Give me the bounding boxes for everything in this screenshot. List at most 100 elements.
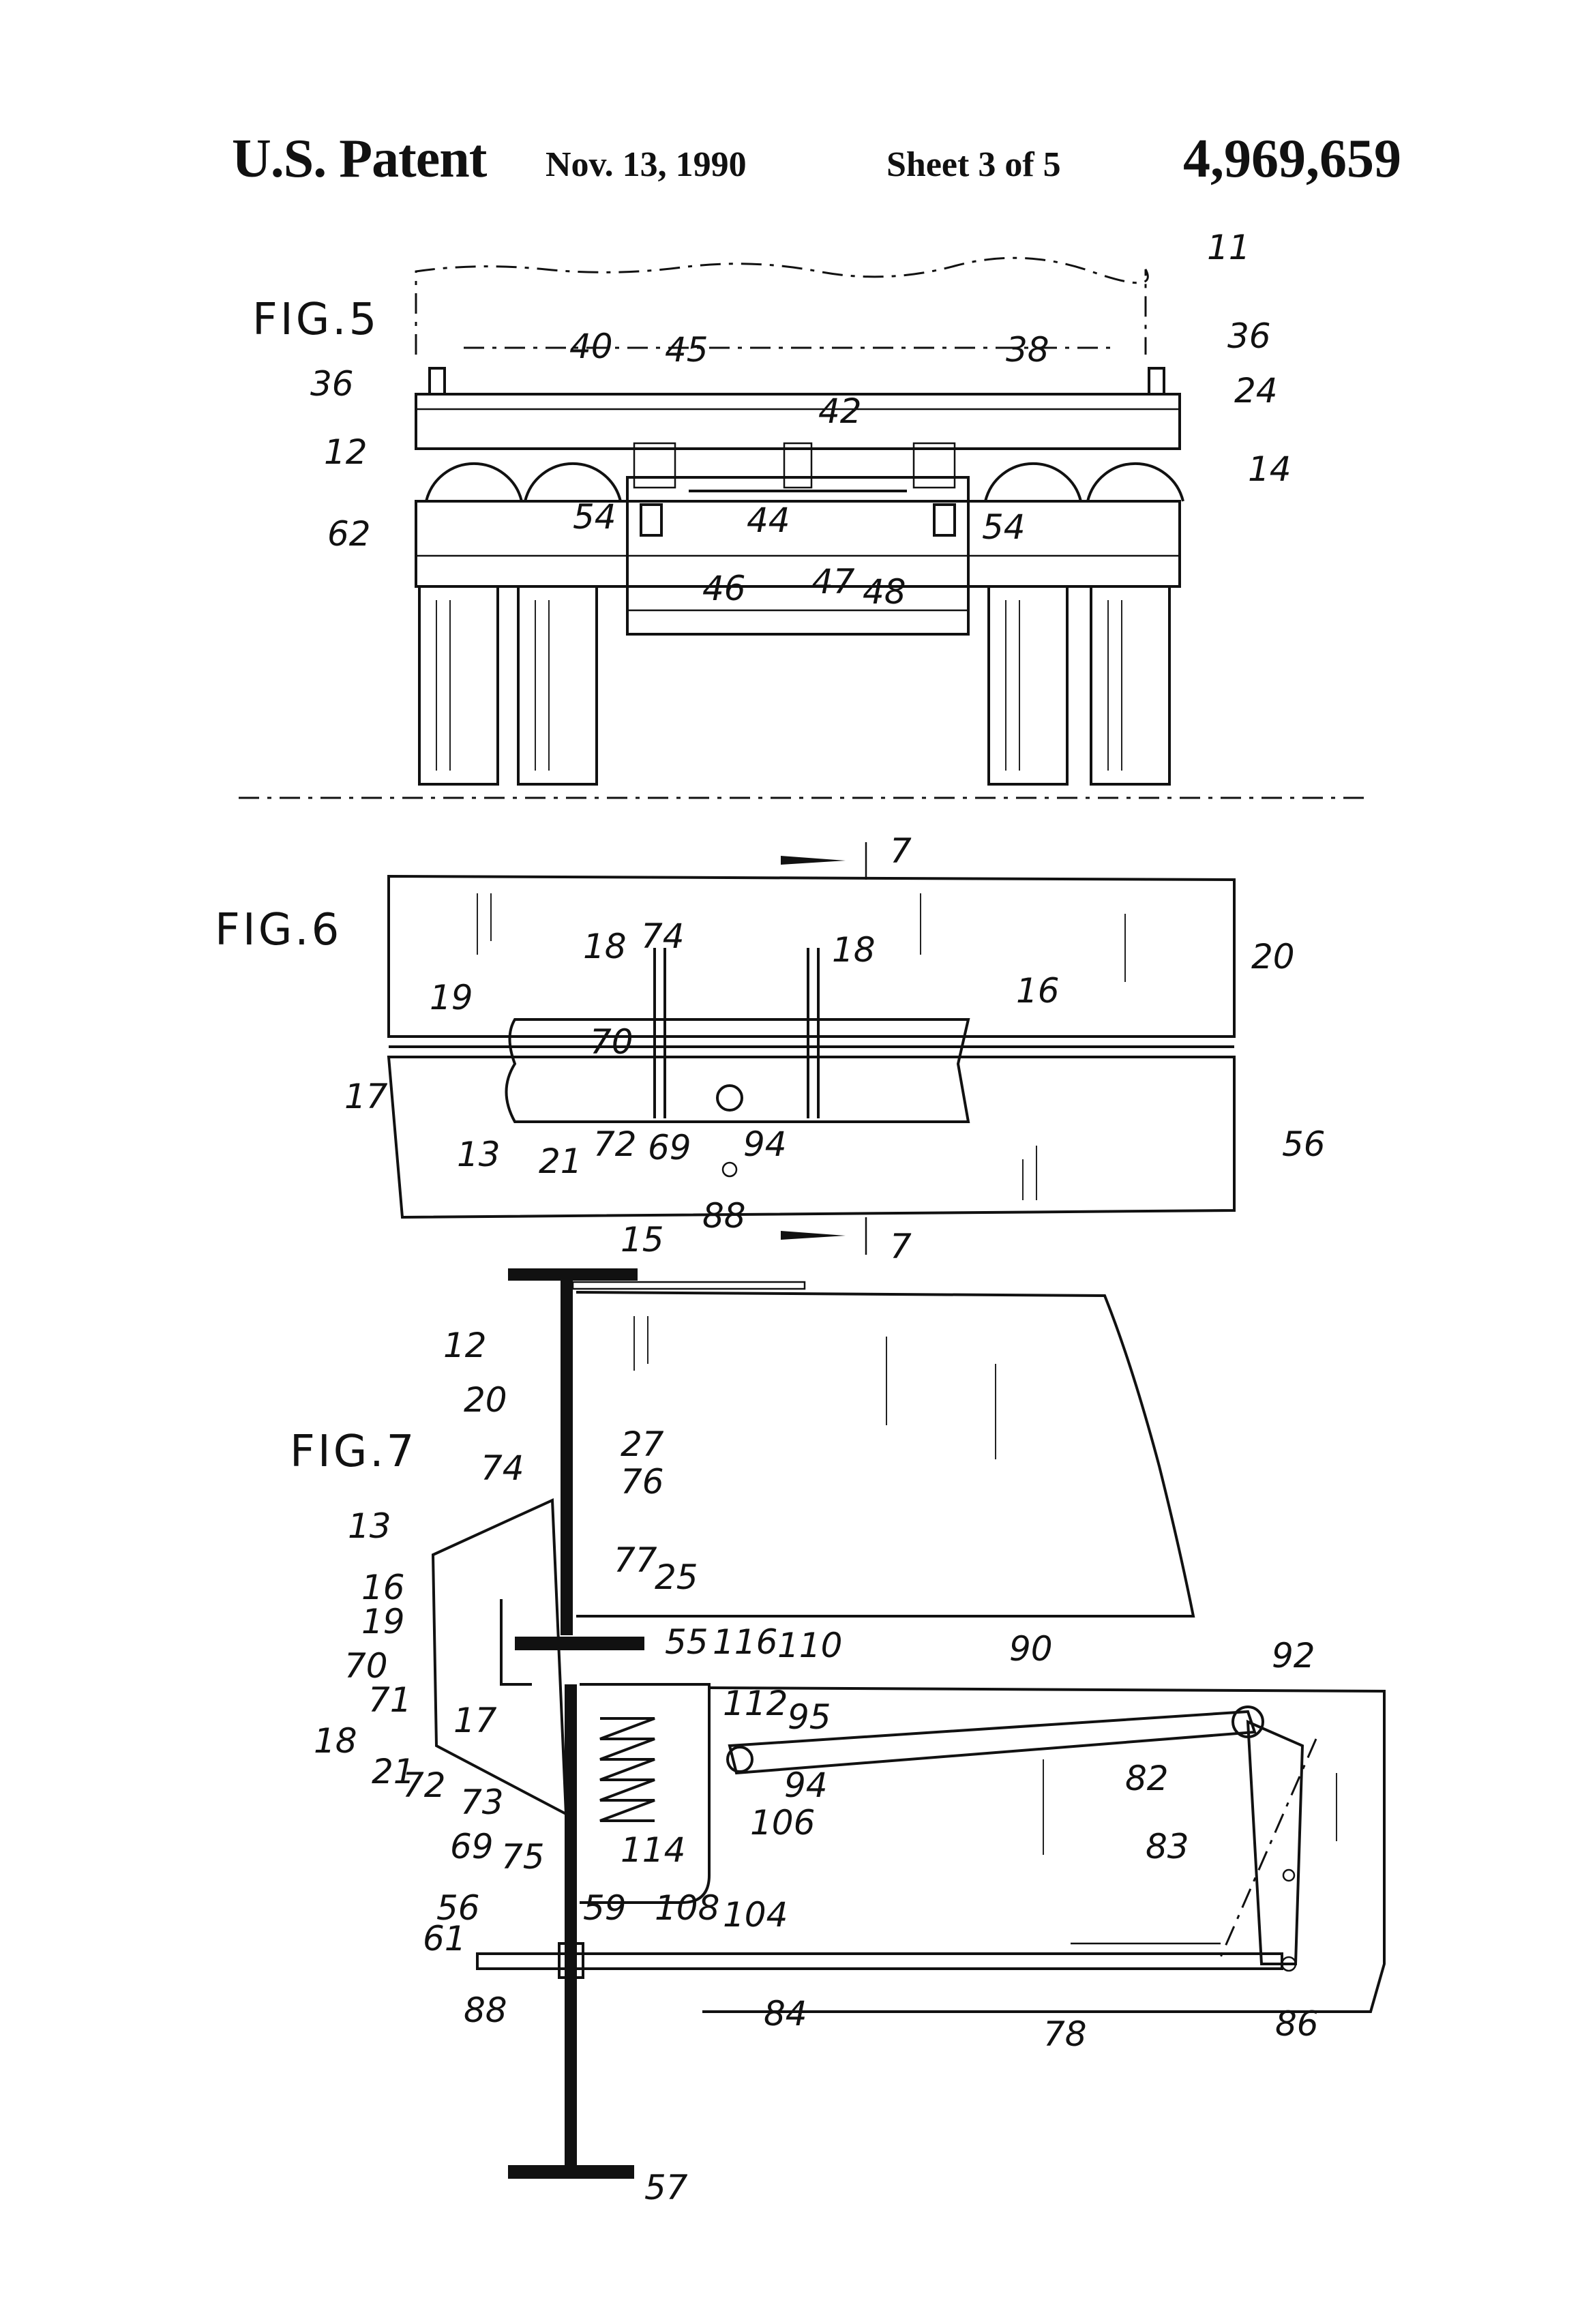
pivot-95 [728,1747,752,1772]
figure-6: FIG.6 7 7 [215,831,1326,1266]
label-88: 88 [702,1196,746,1236]
fig5-caption: FIG.5 [252,295,379,345]
figure-5: FIG.5 [239,228,1371,798]
flange-57 [508,2165,634,2179]
label-84: 84 [764,1994,807,2034]
section-arrow-bottom [781,1231,846,1240]
label-24: 24 [1234,371,1278,411]
section-mark-bottom: 7 [890,1227,912,1266]
label-13: 13 [348,1506,391,1546]
label-13: 13 [457,1135,501,1174]
slot-right [934,505,955,535]
label-59: 59 [583,1888,627,1928]
label-20: 20 [464,1380,507,1420]
section-mark-top: 7 [890,831,912,871]
wheel-top-1 [426,464,522,501]
fig6-caption: FIG.6 [215,905,342,955]
label-112: 112 [723,1684,788,1723]
leg-4 [1091,586,1169,784]
label-90: 90 [1009,1629,1053,1669]
twist-lock-right [1149,368,1164,394]
pin-94 [717,1086,742,1110]
label-18-left: 18 [583,927,627,966]
latch-housing [433,1500,566,1814]
label-48: 48 [863,572,906,612]
wheel-top-3 [985,464,1081,501]
label-92: 92 [1272,1636,1315,1675]
web-20 [561,1281,573,1635]
label-62: 62 [327,514,371,554]
label-15: 15 [621,1220,664,1260]
section-arrow-top [781,856,846,865]
beam-20 [389,876,1234,1037]
label-86: 86 [1275,2004,1319,2044]
label-56: 56 [1282,1124,1326,1164]
label-16: 16 [1016,971,1060,1011]
label-88: 88 [464,1991,507,2030]
label-54-left: 54 [573,497,616,537]
label-77: 77 [614,1540,657,1580]
label-57: 57 [644,2168,688,2207]
label-11: 11 [1207,228,1251,267]
label-114: 114 [621,1830,685,1870]
label-47: 47 [811,562,855,601]
leg-2 [518,586,597,784]
label-18: 18 [314,1721,357,1761]
label-76: 76 [621,1462,664,1502]
label-72: 72 [593,1124,637,1164]
label-21: 21 [539,1142,582,1181]
label-83: 83 [1146,1827,1189,1866]
top-plate [573,1282,805,1289]
twist-lock-left [430,368,445,394]
label-69: 69 [450,1827,494,1866]
lever-82 [1248,1722,1302,1964]
web-56 [565,1684,577,2169]
label-94: 94 [784,1766,828,1805]
slot-left [641,505,661,535]
label-69: 69 [648,1128,691,1167]
label-55: 55 [665,1622,708,1662]
label-17: 17 [453,1701,497,1740]
leg-1 [419,586,498,784]
label-18-right: 18 [832,930,876,970]
label-116: 116 [713,1622,777,1662]
leg-hatching [436,600,1122,771]
pin-83 [1283,1870,1294,1881]
label-108: 108 [655,1888,719,1928]
label-78: 78 [1043,2014,1087,2054]
flange-15 [508,1268,638,1281]
label-106: 106 [750,1803,815,1843]
spring-114 [600,1718,655,1821]
label-42: 42 [818,391,862,431]
label-14: 14 [1248,449,1292,489]
label-12: 12 [324,432,368,472]
label-38: 38 [1006,330,1049,370]
label-75: 75 [501,1837,545,1877]
label-46: 46 [702,569,746,608]
bolster-24 [416,394,1180,449]
label-104: 104 [723,1895,788,1935]
label-82: 82 [1125,1759,1169,1798]
beam-56 [389,1057,1234,1217]
label-73: 73 [460,1783,504,1822]
label-71: 71 [368,1680,412,1720]
label-44: 44 [747,501,790,540]
label-94: 94 [743,1124,787,1164]
label-45: 45 [665,330,708,370]
label-74: 74 [641,917,685,956]
label-25: 25 [655,1558,698,1597]
label-36-right: 36 [1227,316,1271,356]
label-27: 27 [621,1425,664,1464]
rod-84 [477,1954,1282,1969]
label-12: 12 [443,1326,487,1365]
fig7-caption: FIG.7 [290,1427,417,1477]
label-40: 40 [569,327,613,366]
label-61: 61 [423,1919,466,1958]
bogie-frame [416,501,1180,586]
label-20: 20 [1251,937,1295,977]
label-36-left: 36 [310,364,354,404]
leg-3 [989,586,1067,784]
label-95: 95 [788,1697,831,1737]
label-54-right: 54 [982,507,1026,547]
